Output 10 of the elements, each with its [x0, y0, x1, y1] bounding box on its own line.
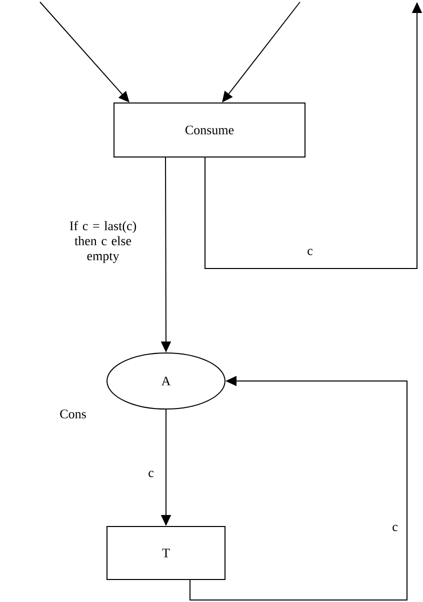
edge-label: c — [306, 248, 314, 256]
edge-label: If c = last(c) then c else empty — [62, 220, 144, 264]
node-caption: Cons — [60, 410, 86, 418]
process-box: T — [106, 526, 226, 580]
edge-label: c — [147, 470, 155, 478]
ellipse-node: A — [106, 352, 226, 410]
arrow — [40, 2, 130, 102]
process-box: Consume — [114, 102, 306, 158]
arrow — [222, 2, 300, 102]
edge-label: c — [391, 524, 399, 532]
